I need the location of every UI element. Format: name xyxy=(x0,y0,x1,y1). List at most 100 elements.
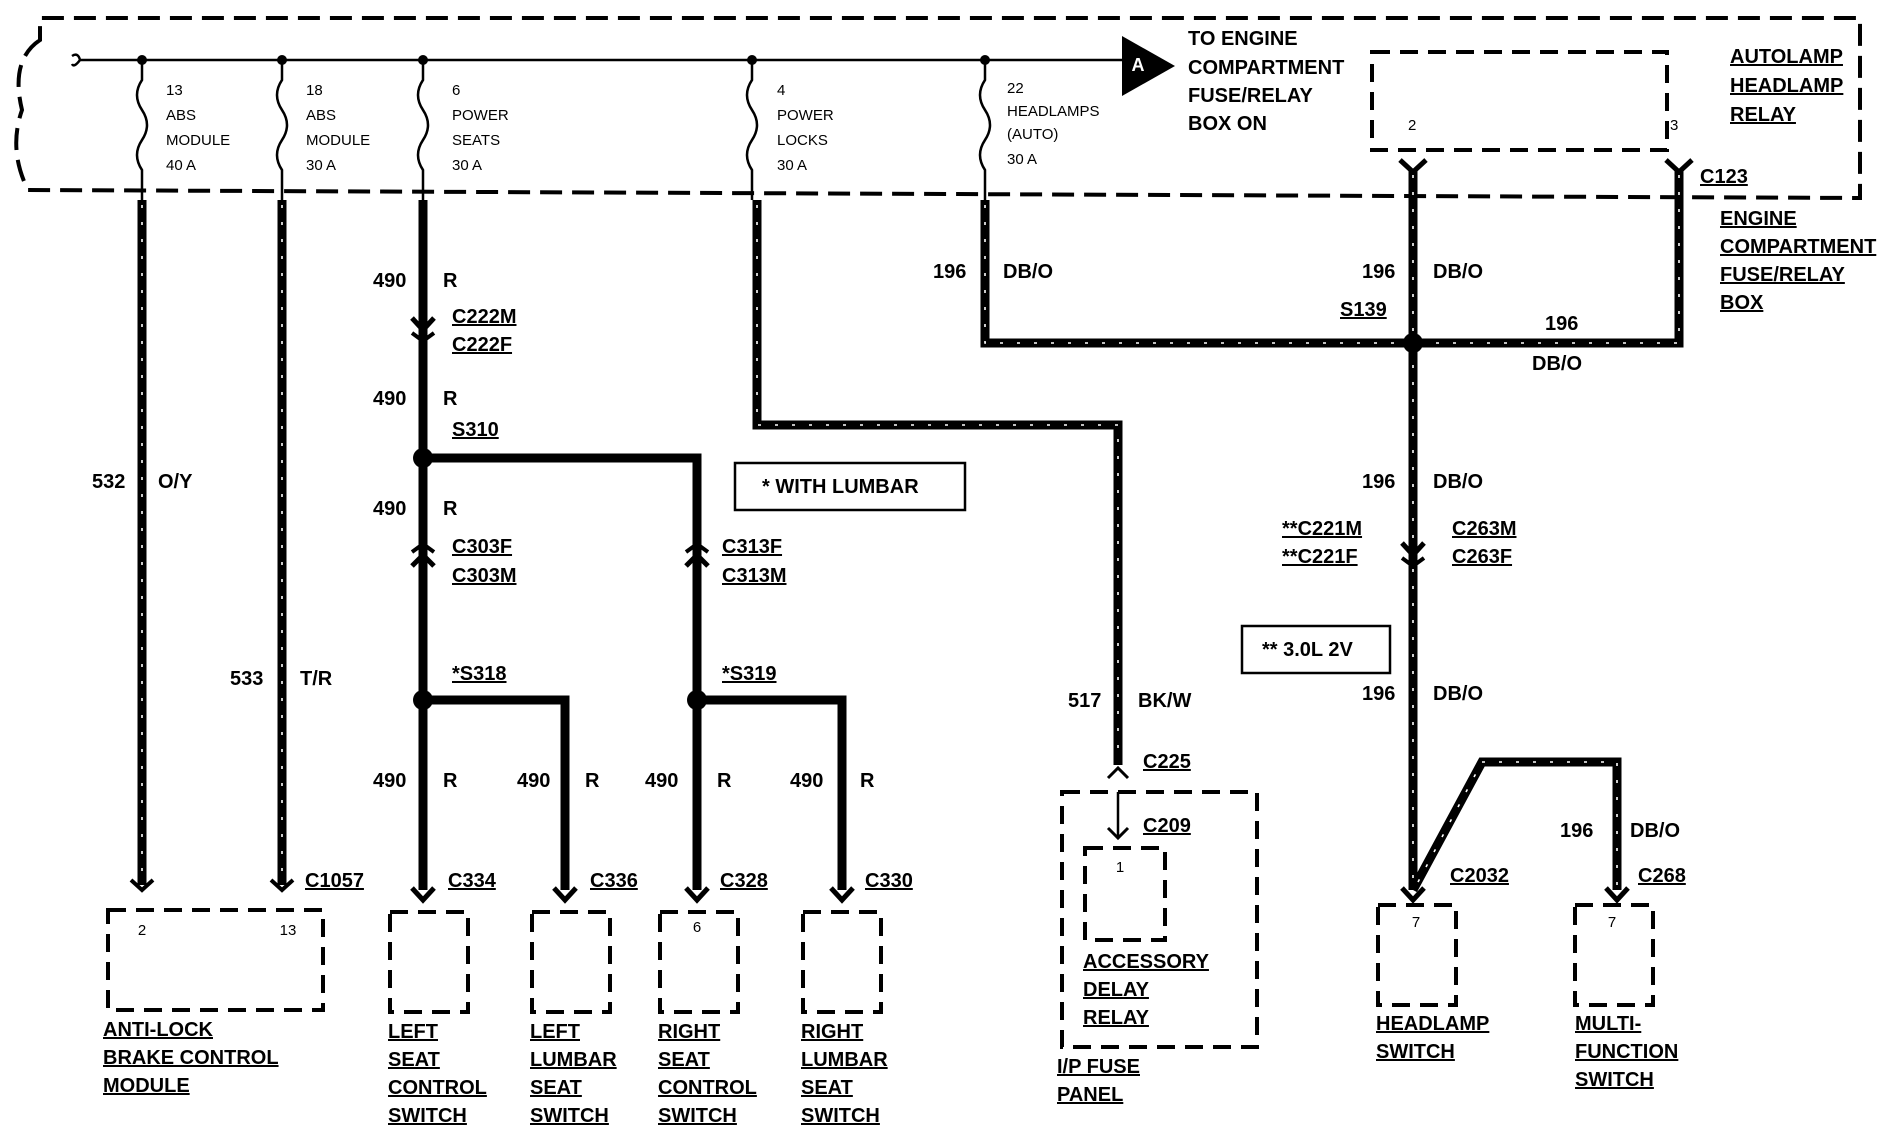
wires-w490-num-text: 490 xyxy=(373,270,406,292)
components-left_lumbar-label-0-text: LEFT xyxy=(530,1021,580,1043)
engine_box-1-text: COMPARTMENT xyxy=(1720,236,1876,258)
components-right_lumbar-label-1-text: LUMBAR xyxy=(801,1049,888,1071)
relay-title-0-text: AUTOLAMP xyxy=(1730,46,1843,68)
fuses-3-line1-text: POWER xyxy=(777,107,834,124)
wires-w490-color-text: R xyxy=(717,770,732,792)
components-abs-label-0-text: ANTI-LOCK xyxy=(103,1019,214,1041)
components-left_seat-label-3-text: SWITCH xyxy=(388,1105,467,1127)
relay-title-1-text: HEADLAMP xyxy=(1730,75,1843,97)
fuse-22: 22 HEADLAMPS (AUTO) 30 A xyxy=(978,55,1100,200)
components-left_lumbar-label-2-text: SEAT xyxy=(530,1077,582,1099)
components-left_seat-label-2-text: CONTROL xyxy=(388,1077,487,1099)
connectors-c313m-text: C313M xyxy=(722,565,786,587)
splice-s310 xyxy=(413,448,433,468)
wires-w490-num-text: 490 xyxy=(373,498,406,520)
wires-w517-color-text: BK/W xyxy=(1138,690,1191,712)
engine_box-0-text: ENGINE xyxy=(1720,208,1797,230)
connectors-c222f-text: C222F xyxy=(452,334,512,356)
components-multi-label-2-text: SWITCH xyxy=(1575,1069,1654,1091)
fuses-1-line2-text: MODULE xyxy=(306,132,370,149)
wires-w490-color-text: R xyxy=(585,770,600,792)
fuses-4-line2-text: (AUTO) xyxy=(1007,126,1058,143)
wires-w490-num-text: 490 xyxy=(790,770,823,792)
wires-w490-color-text: R xyxy=(443,770,458,792)
wire-196-fuse-to-s139 xyxy=(980,200,1413,348)
fuses-4-rating-text: 30 A xyxy=(1007,151,1037,168)
notes-lumbar-text: * WITH LUMBAR xyxy=(762,476,919,498)
engine_box-3-text: BOX xyxy=(1720,292,1764,314)
fuses-0-line1-text: ABS xyxy=(166,107,196,124)
fuses-2-num-text: 6 xyxy=(452,82,460,99)
components-accessory-label-2-text: RELAY xyxy=(1083,1007,1150,1029)
components-accessory-pin-text: 1 xyxy=(1116,859,1124,876)
splice-s319 xyxy=(687,690,707,710)
components-abs-pins-1-text: 13 xyxy=(280,922,297,939)
fuses-0-num-text: 13 xyxy=(166,82,183,99)
connector-a-label: A xyxy=(1132,55,1145,75)
wires-w490-num-text: 490 xyxy=(373,770,406,792)
components-headlamp-pin-text: 7 xyxy=(1412,914,1420,931)
fuses-1-rating-text: 30 A xyxy=(306,157,336,174)
wires-w196-color-text: DB/O xyxy=(1433,471,1483,493)
splice-s318 xyxy=(413,690,433,710)
components-multi-pin-text: 7 xyxy=(1608,914,1616,931)
components-right_lumbar-label-3-text: SWITCH xyxy=(801,1105,880,1127)
right-lumbar-seat-switch: RIGHT LUMBAR SEAT SWITCH xyxy=(801,910,888,1127)
connectors-c268-text: C268 xyxy=(1638,865,1686,887)
engine-fuse-box-outline xyxy=(14,16,1862,201)
components-right_seat-label-2-text: CONTROL xyxy=(658,1077,757,1099)
wires-w490-color-text: R xyxy=(443,498,458,520)
fuses-0-line2-text: MODULE xyxy=(166,132,230,149)
components-abs-label-1-text: BRAKE CONTROL xyxy=(103,1047,279,1069)
fuses-1-line1-text: ABS xyxy=(306,107,336,124)
components-right_lumbar-label-0-text: RIGHT xyxy=(801,1021,863,1043)
connector-c222 xyxy=(410,316,436,344)
wire-517 xyxy=(752,200,1123,765)
connectors-c303f-text: C303F xyxy=(452,536,512,558)
connectors-s139-text: S139 xyxy=(1340,299,1387,321)
autolamp-headlamp-relay: 2 3 AUTOLAMP HEADLAMP RELAY C123 xyxy=(1370,46,1843,188)
connectors-c1057-text: C1057 xyxy=(305,870,364,892)
splice-s139 xyxy=(1403,333,1423,353)
header-to_engine-0-text: TO ENGINE xyxy=(1188,28,1298,50)
fuses-4-num-text: 22 xyxy=(1007,80,1024,97)
fuses-3-num-text: 4 xyxy=(777,82,785,99)
wires-w196-color-text: DB/O xyxy=(1532,353,1582,375)
ip-fuse-panel: I/P FUSE PANEL xyxy=(1057,790,1259,1106)
fuses-2-line1-text: POWER xyxy=(452,107,509,124)
components-abs-pins-0-text: 2 xyxy=(138,922,146,939)
connector-labels: C222M C222F S310 C303F C303M C313F C313M… xyxy=(305,299,1686,892)
components-ip_fuse-label-1-text: PANEL xyxy=(1057,1084,1123,1106)
terminal-chevrons xyxy=(129,878,1630,904)
wires-w196-num-text: 196 xyxy=(1362,683,1395,705)
wire-196-to-multifunction xyxy=(1409,757,1622,893)
accessory-delay-relay: 1 ACCESSORY DELAY RELAY xyxy=(1083,846,1210,1029)
wires-w196-color-text: DB/O xyxy=(1433,683,1483,705)
fuse-13: 13 ABS MODULE 40 A xyxy=(135,55,230,200)
wire-196-relay3-to-s139 xyxy=(1413,170,1684,348)
wires-w490-color-text: R xyxy=(443,270,458,292)
connectors-c263m-text: C263M xyxy=(1452,518,1516,540)
wires-w490-color-text: R xyxy=(443,388,458,410)
connectors-c221f-text: **C221F xyxy=(1282,546,1358,568)
connectors-c313f-text: C313F xyxy=(722,536,782,558)
headlamp-switch: 7 HEADLAMP SWITCH xyxy=(1376,903,1489,1063)
wires-w196-num-text: 196 xyxy=(1560,820,1593,842)
connectors-c334-text: C334 xyxy=(448,870,497,892)
relay-pin_right-text: 3 xyxy=(1670,117,1678,134)
wires-w532-num-text: 532 xyxy=(92,471,125,493)
wires-w532-color-text: O/Y xyxy=(158,471,193,493)
wires-w533-num-text: 533 xyxy=(230,668,263,690)
connectors-c303m-text: C303M xyxy=(452,565,516,587)
components-abs-label-2-text: MODULE xyxy=(103,1075,190,1097)
multi-function-switch: 7 MULTI- FUNCTION SWITCH xyxy=(1573,903,1678,1091)
components-accessory-label-1-text: DELAY xyxy=(1083,979,1150,1001)
note-3-0l-2v: ** 3.0L 2V xyxy=(1240,624,1392,675)
wires-w517-num-text: 517 xyxy=(1068,690,1101,712)
left-seat-control-switch: LEFT SEAT CONTROL SWITCH xyxy=(388,910,487,1127)
wires-w533-color-text: T/R xyxy=(300,668,333,690)
left-lumbar-seat-switch: LEFT LUMBAR SEAT SWITCH xyxy=(530,910,617,1127)
wires-w196-num-text: 196 xyxy=(1545,313,1578,335)
components-right_seat-pin-text: 6 xyxy=(693,919,701,936)
